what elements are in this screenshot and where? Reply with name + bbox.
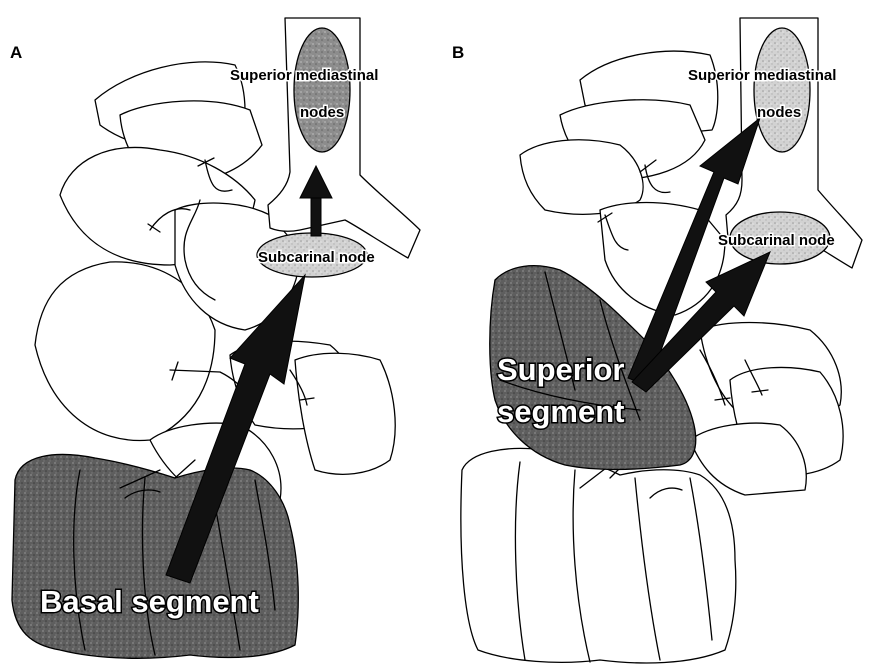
panel-b-letter: B xyxy=(452,43,464,62)
panel-b-lower-node-label: Subcarinal node xyxy=(718,232,835,249)
panel-a-upper-node-label-2: nodes xyxy=(300,104,344,121)
panel-a-upper-node-label: Superior mediastinal xyxy=(230,67,378,84)
panel-a-basal-segment xyxy=(12,454,298,658)
panel-a-letter: A xyxy=(10,43,22,62)
panel-b-segment-label-line2: segment xyxy=(497,394,624,429)
panel-b: B xyxy=(452,18,862,663)
panel-b-upper-node-label-2: nodes xyxy=(757,104,801,121)
panel-b-segment-label-line1: Superior xyxy=(497,352,624,387)
panel-a-lower-node-label: Subcarinal node xyxy=(258,249,375,266)
panel-a: A xyxy=(10,18,420,658)
panel-b-upper-node-label: Superior mediastinal xyxy=(688,67,836,84)
panel-b-basal-segments xyxy=(461,448,736,663)
panel-b-superior-mediastinal-nodes xyxy=(754,28,810,152)
panel-a-segment-label: Basal segment xyxy=(40,584,259,619)
panel-a-superior-mediastinal-nodes xyxy=(294,28,350,152)
